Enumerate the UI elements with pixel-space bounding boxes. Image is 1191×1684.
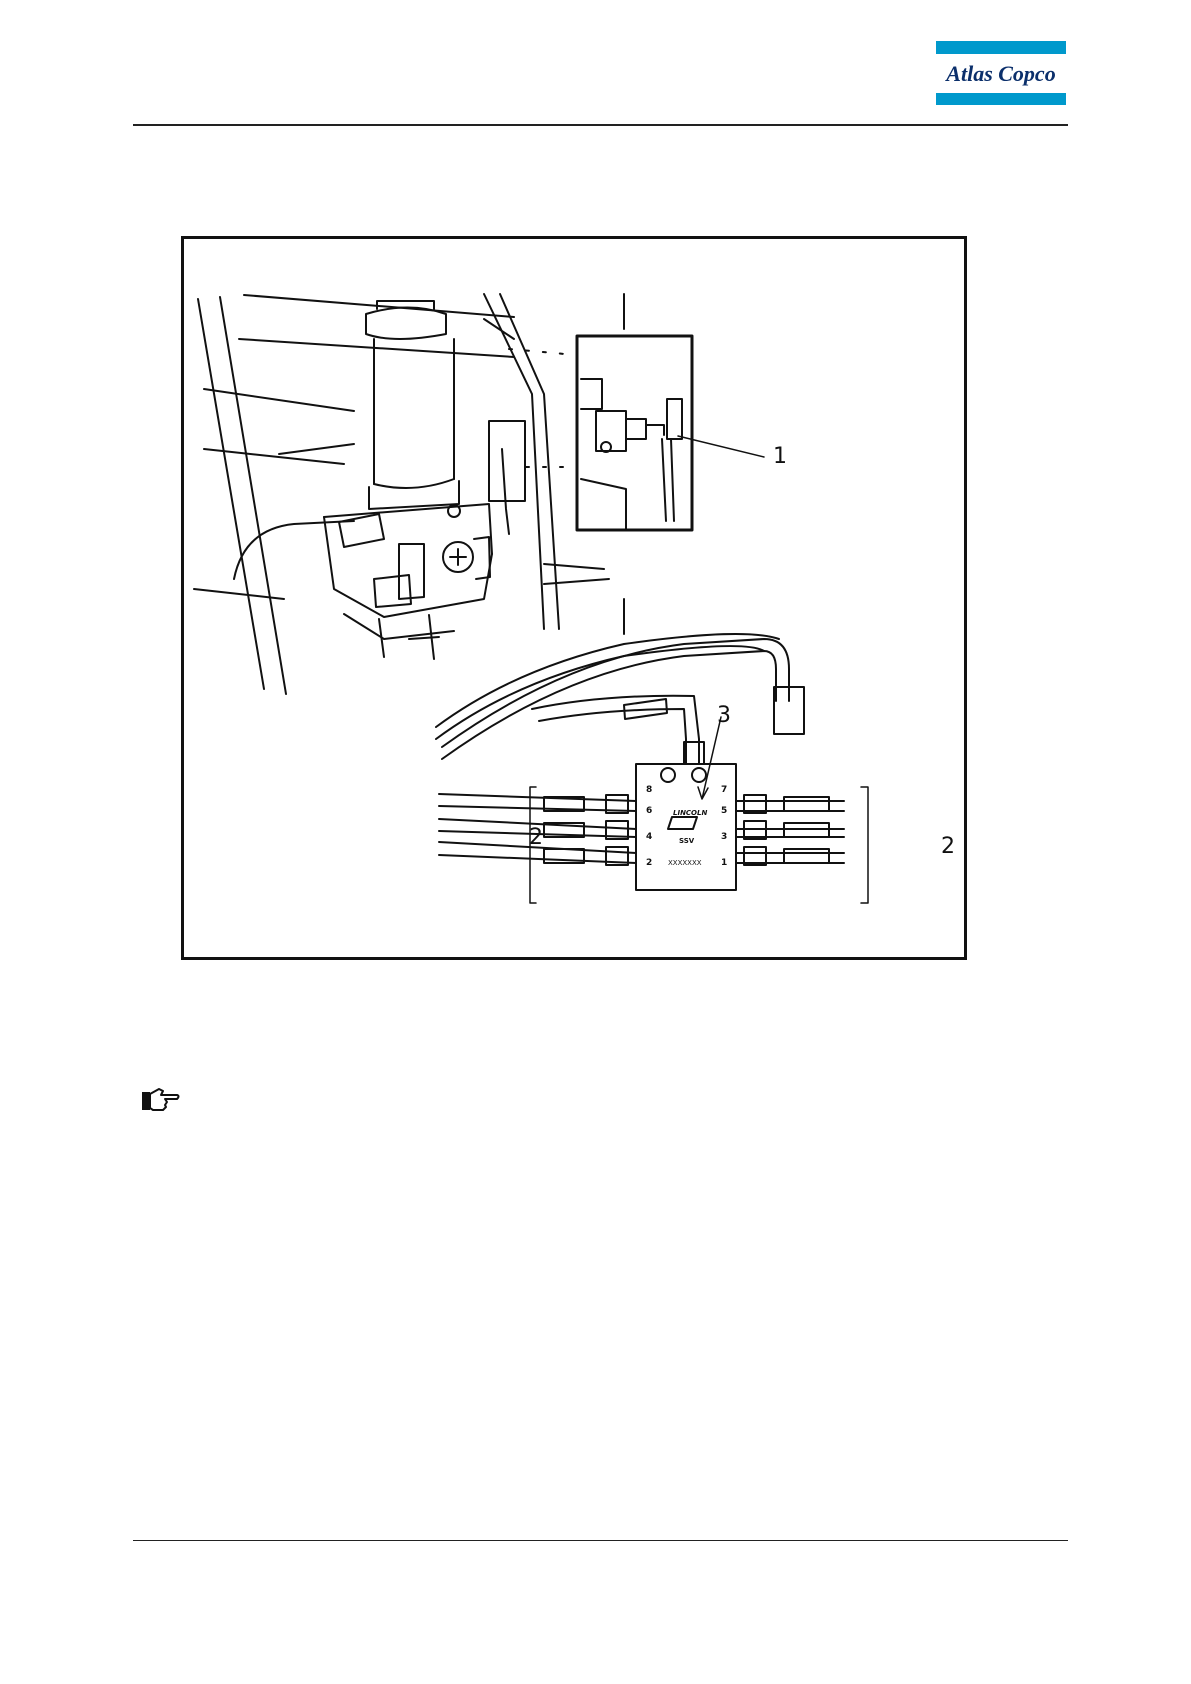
- figure-drawing: 8 6 4 2 7 5 3 1 LINCOLN SSV XXXXXXX: [184, 239, 964, 957]
- hoses: [436, 634, 789, 764]
- callout-2-left: 2: [529, 825, 543, 850]
- bracket-right: [861, 787, 868, 903]
- header-rule: [133, 124, 1068, 126]
- logo-text: Atlas Copco: [944, 61, 1055, 86]
- outlet-bracket: [489, 421, 525, 501]
- outlet-label-8: 8: [646, 785, 652, 795]
- manifold-brand: LINCOLN: [673, 809, 707, 817]
- outlet-label-1: 1: [721, 858, 727, 868]
- outlet-label-5: 5: [721, 806, 727, 816]
- outlet-pipe: [502, 449, 509, 534]
- atlas-copco-logo: Atlas Copco: [936, 41, 1066, 105]
- pointing-hand-icon: [141, 1086, 181, 1114]
- callout-3-leader: [698, 717, 721, 799]
- lubrication-figure: 8 6 4 2 7 5 3 1 LINCOLN SSV XXXXXXX 1 3 …: [181, 236, 967, 960]
- outlet-label-7: 7: [721, 785, 727, 795]
- lincoln-plate: [668, 817, 697, 829]
- detail-inset: [577, 336, 692, 530]
- outlet-label-3: 3: [721, 832, 727, 842]
- outlet-label-4: 4: [646, 832, 652, 842]
- footer-rule: [133, 1540, 1068, 1541]
- manifold-serial: XXXXXXX: [668, 859, 702, 867]
- callout-1: 1: [773, 444, 787, 469]
- manifold-model: SSV: [679, 837, 695, 845]
- detail-valve: [581, 379, 682, 529]
- divider-block: [636, 764, 736, 890]
- callout-3: 3: [717, 703, 731, 728]
- outlet-lines-right: [736, 795, 844, 865]
- callout-2-right: 2: [941, 834, 955, 859]
- outlet-label-6: 6: [646, 806, 652, 816]
- outlet-label-2: 2: [646, 858, 652, 868]
